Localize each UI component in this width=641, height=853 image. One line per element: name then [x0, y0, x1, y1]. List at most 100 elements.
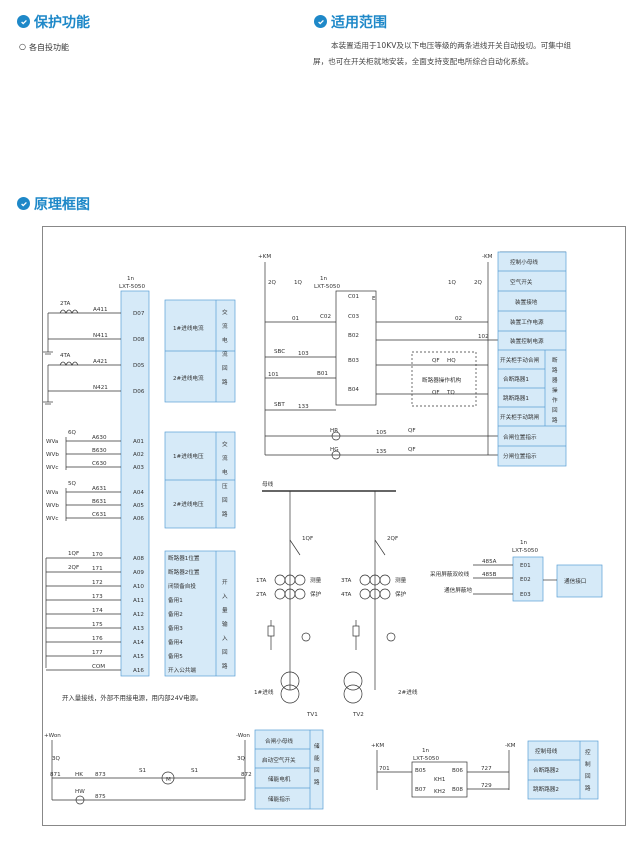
out2-device-model: LXT-5050	[413, 756, 439, 762]
input-box-line: 开入公共端	[168, 666, 196, 674]
control-side: 作	[552, 396, 558, 404]
out2-term: B07	[415, 787, 426, 793]
input-source: 2QF	[68, 565, 79, 571]
out2-term: B05	[415, 768, 426, 774]
out2-wire: 729	[481, 783, 492, 789]
qf-tq: QF	[432, 390, 440, 396]
control-wire: E	[372, 296, 376, 302]
storage-wire: 872	[241, 772, 252, 778]
qf-hq: HQ	[447, 358, 456, 364]
out2-side: 路	[585, 784, 591, 792]
vt-label: WVa	[46, 490, 58, 496]
control-item: 装置接地	[515, 298, 538, 306]
shield-check-icon	[17, 197, 30, 210]
device-tag: 1n	[127, 276, 135, 282]
out2-wire: 727	[481, 766, 492, 772]
control-wire: 103	[298, 351, 309, 357]
storage-wire: 875	[95, 794, 106, 800]
out2-side: 回	[585, 773, 591, 780]
lamp-label: HR	[330, 428, 338, 434]
measure-label: 测量	[310, 576, 322, 584]
storage-hw: HW	[75, 789, 85, 795]
vt-switch: 5Q	[68, 481, 77, 487]
control-wire: 01	[292, 316, 300, 322]
storage-side: 路	[314, 778, 320, 786]
vt-switch: 6Q	[68, 430, 77, 436]
control-item: 开关柜手动合闸	[500, 356, 540, 364]
lamp-wire: 105	[376, 430, 387, 436]
control-term: B02	[348, 333, 359, 339]
comm-wire: 485B	[482, 572, 497, 578]
input-box-line: 备用5	[168, 652, 183, 660]
control-item: 分闸位置指示	[503, 452, 537, 460]
control-term: C02	[320, 314, 331, 320]
input-side: 入	[222, 594, 228, 600]
input-side: 回	[222, 649, 228, 656]
control-wire: 02	[455, 316, 462, 322]
protect-label: 保护	[310, 590, 322, 598]
measure-label: 测量	[395, 576, 407, 584]
input-side: 路	[222, 662, 228, 670]
comm-wire: 485A	[482, 559, 497, 565]
vt-terminal: A03	[133, 465, 144, 471]
input-terminal: A16	[133, 668, 144, 674]
out2-box-line: 跳断路器2	[533, 785, 559, 793]
storage-minus: -Won	[236, 733, 250, 739]
lamp-label: HG	[330, 447, 339, 453]
control-switch: 1Q	[294, 280, 303, 286]
tv-label: TV1	[306, 712, 318, 718]
input-box-line: 断路器2位置	[168, 568, 200, 576]
storage-box-line: 储能电机	[268, 775, 291, 783]
mechanism-label: 断路器操作机构	[422, 376, 462, 384]
out2-box-line: 合断路器2	[533, 766, 559, 774]
lamp-wire: 135	[376, 449, 387, 455]
control-item: 合闸位置指示	[503, 433, 537, 441]
vt-box-line: 2#进线电压	[173, 500, 204, 508]
vt-box-line: 1#进线电压	[173, 452, 204, 460]
vt-side: 路	[222, 510, 228, 518]
input-terminal: A14	[133, 640, 144, 646]
input-note: 开入量接线，外部不用接电源，用内部24V电源。	[62, 693, 202, 702]
vt-terminal: A05	[133, 503, 144, 509]
input-box-line: 备用4	[168, 638, 183, 646]
scope-text-line2: 屏，也可在开关柜就地安装，全面支持变配电所综合自动化系统。	[313, 57, 534, 66]
control-term: B04	[348, 387, 359, 393]
out2-minus: -KM	[505, 743, 516, 749]
control-side: 器	[552, 377, 558, 384]
section-title-protection: 保护功能	[34, 15, 90, 31]
input-side: 输	[222, 620, 228, 628]
storage-wire: 873	[95, 772, 106, 778]
storage-box-line: 启动空气开关	[262, 756, 296, 764]
control-button: SBC	[274, 349, 285, 355]
control-minus: -KM	[482, 254, 493, 260]
shield-check-icon	[314, 15, 327, 28]
qf-tq: TQ	[446, 390, 455, 396]
comm-terminal: E02	[520, 577, 531, 583]
storage-box-line: 储能指示	[268, 795, 291, 803]
vt-wire: A631	[92, 486, 107, 492]
ct-side: 流	[222, 350, 228, 358]
out2-wire: 701	[379, 766, 390, 772]
input-wire: 175	[92, 622, 103, 628]
ct-wire: A421	[93, 359, 108, 365]
storage-side: 能	[314, 754, 320, 762]
control-wire: 133	[298, 404, 309, 410]
scope-text-line1: 本装置适用于10KV及以下电压等级的两条进线开关自动投切。可集中组	[331, 41, 572, 50]
breaker-label: 2QF	[387, 536, 398, 542]
comm-device-tag: 1n	[520, 540, 528, 546]
vt-wire: A630	[92, 435, 107, 441]
control-item: 开关柜手动跳闸	[500, 413, 540, 421]
ct-terminal: D07	[133, 311, 145, 317]
protection-item: 各自投功能	[29, 43, 69, 52]
input-box-line: 备用3	[168, 624, 183, 632]
input-box-line: 备用2	[168, 610, 183, 618]
storage-switch: 3Q	[52, 756, 61, 762]
ct-box-line: 1#进线电流	[173, 324, 204, 332]
comm-device-model: LXT-5050	[512, 548, 538, 554]
ct-label-1: 2TA	[60, 301, 71, 307]
input-source: 1QF	[68, 551, 79, 557]
vt-terminal: A04	[133, 490, 144, 496]
storage-hk: HK	[75, 772, 83, 778]
input-wire: 173	[92, 594, 103, 600]
control-switch: 2Q	[268, 280, 277, 286]
